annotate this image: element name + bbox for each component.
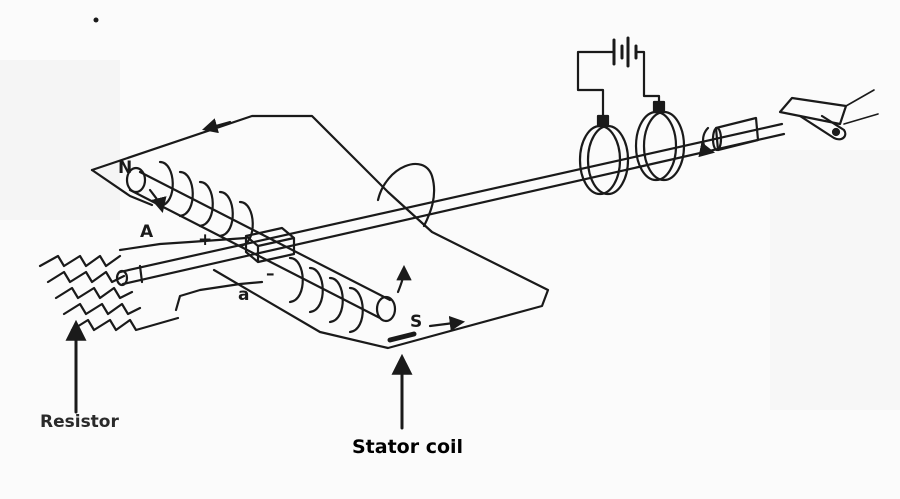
stator-loop-upper xyxy=(90,114,550,350)
brush-1 xyxy=(596,114,610,128)
shaft-rotation-arrow xyxy=(698,126,716,158)
shaft-collar xyxy=(138,264,144,284)
shaft-end xyxy=(115,269,129,287)
label-stator-coil: Stator coil xyxy=(352,436,464,458)
label-north-pole: N xyxy=(118,158,133,178)
rotor-end-s xyxy=(375,295,397,323)
speck-dot xyxy=(93,17,99,23)
lead-upper xyxy=(118,236,248,252)
current-arrow-bottom xyxy=(428,315,466,332)
stator-crossing-loop xyxy=(376,162,436,228)
label-point-a-upper: A xyxy=(140,222,154,242)
label-minus: – xyxy=(266,264,275,284)
shaft-upper-edge xyxy=(118,122,784,274)
rotor-winding-north xyxy=(158,160,254,248)
label-point-a-lower: a xyxy=(238,285,250,305)
label-resistor: Resistor xyxy=(40,412,119,432)
rotor-bar-lower xyxy=(128,188,382,320)
battery-icon xyxy=(612,36,638,68)
crank-handle xyxy=(778,89,879,141)
shaft-coupling xyxy=(711,116,760,152)
resistor-zigzag xyxy=(38,254,180,332)
rotation-arrow-n xyxy=(148,188,167,213)
battery-circuit xyxy=(576,50,661,118)
rotor-bar-upper xyxy=(138,170,392,302)
rotation-arrow-s xyxy=(396,264,412,294)
stator-loop-left xyxy=(90,168,154,207)
brush-2 xyxy=(652,100,666,114)
stator-coil-segment xyxy=(387,331,417,343)
current-arrow-top xyxy=(202,118,232,134)
label-plus: + xyxy=(198,230,213,250)
rotor-winding-south xyxy=(288,256,364,334)
lead-lower xyxy=(174,280,264,312)
rotor-end-n xyxy=(125,166,147,194)
label-south-pole: S xyxy=(410,312,423,332)
